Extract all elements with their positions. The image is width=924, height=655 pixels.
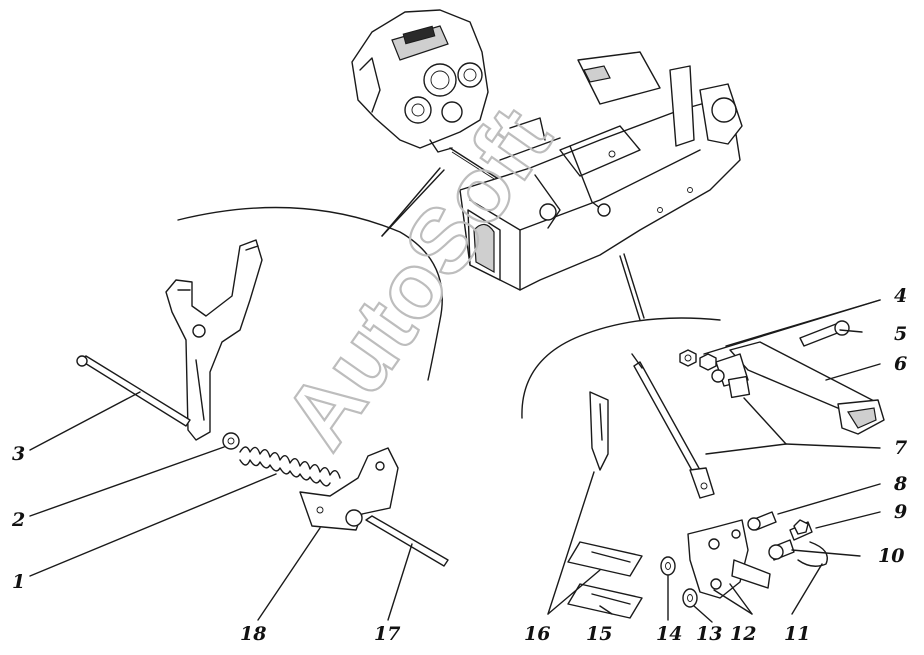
cotter-pin-top	[589, 391, 609, 471]
callout-13: 13	[696, 623, 722, 645]
leader-lines	[29, 299, 881, 623]
callout-12: 12	[730, 623, 756, 645]
callout-15: 15	[586, 623, 612, 645]
callout-14: 14	[656, 623, 682, 645]
detail-pointer-left-a	[381, 169, 445, 237]
nuts-4	[679, 349, 717, 371]
detail-outline-right	[521, 317, 721, 419]
bracket-18	[299, 447, 399, 531]
callout-7: 7	[894, 437, 907, 459]
chassis-frame	[459, 51, 743, 291]
callout-16: 16	[524, 623, 550, 645]
pedal-6	[711, 341, 885, 435]
bolt-5	[799, 320, 850, 347]
rod-3	[76, 355, 191, 427]
callout-17: 17	[374, 623, 400, 645]
washers-14-13	[660, 556, 698, 608]
callout-1: 1	[12, 571, 25, 593]
shift-fork	[165, 239, 263, 441]
callout-8: 8	[893, 473, 907, 495]
callout-numbers: 3 2 1 18 17 4 5 6 7 8 9 10 11 12 13 14 1…	[11, 285, 907, 645]
callout-18: 18	[240, 623, 266, 645]
cotter-pins-bottom	[567, 541, 643, 619]
callout-9: 9	[894, 501, 907, 523]
callout-6: 6	[894, 353, 907, 375]
washer-2	[222, 432, 240, 450]
detail-pointer-right	[619, 255, 641, 321]
callout-5: 5	[894, 323, 907, 345]
lever-12	[687, 519, 771, 599]
callout-11: 11	[784, 623, 810, 645]
pin-17	[365, 515, 449, 567]
spring-clip-11	[797, 541, 828, 567]
callout-2: 2	[11, 509, 25, 531]
spring-1	[239, 446, 341, 487]
callout-3: 3	[12, 443, 25, 465]
detail-outline-left	[177, 206, 443, 381]
gearbox-housing	[351, 9, 489, 153]
rod-7	[631, 353, 715, 499]
callout-10: 10	[878, 545, 904, 567]
bolts-8-9-10	[747, 511, 813, 561]
callout-4: 4	[894, 285, 907, 307]
